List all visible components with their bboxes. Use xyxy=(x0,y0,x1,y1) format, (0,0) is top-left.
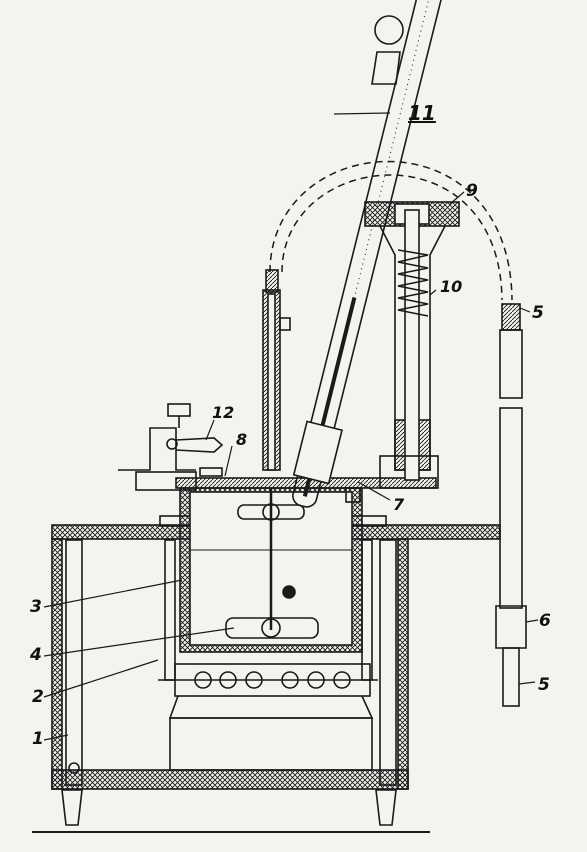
stirrer xyxy=(225,269,319,639)
heater-block xyxy=(168,663,374,771)
flexible-drive xyxy=(269,160,513,301)
side-rod xyxy=(495,303,527,707)
callout-9: 9 xyxy=(466,181,478,201)
callout-6: 6 xyxy=(539,611,551,631)
callout-4: 4 xyxy=(29,645,42,665)
callout-3: 3 xyxy=(30,597,42,617)
callout-1: 1 xyxy=(32,729,44,749)
lid-assembly xyxy=(118,403,437,503)
callout-5-top: 5 xyxy=(532,303,544,323)
thermometer xyxy=(282,0,458,599)
leader-lines xyxy=(43,112,539,741)
callout-10: 10 xyxy=(440,277,462,296)
callout-labels: 1 2 3 4 5 5 6 7 8 9 10 11 12 xyxy=(29,101,551,749)
callout-2: 2 xyxy=(32,687,44,707)
spring-column xyxy=(364,201,460,489)
callout-5-bottom: 5 xyxy=(538,675,550,695)
callout-7: 7 xyxy=(393,495,405,514)
callout-12: 12 xyxy=(212,403,234,422)
callout-11: 11 xyxy=(408,101,436,125)
callout-8: 8 xyxy=(236,430,247,449)
